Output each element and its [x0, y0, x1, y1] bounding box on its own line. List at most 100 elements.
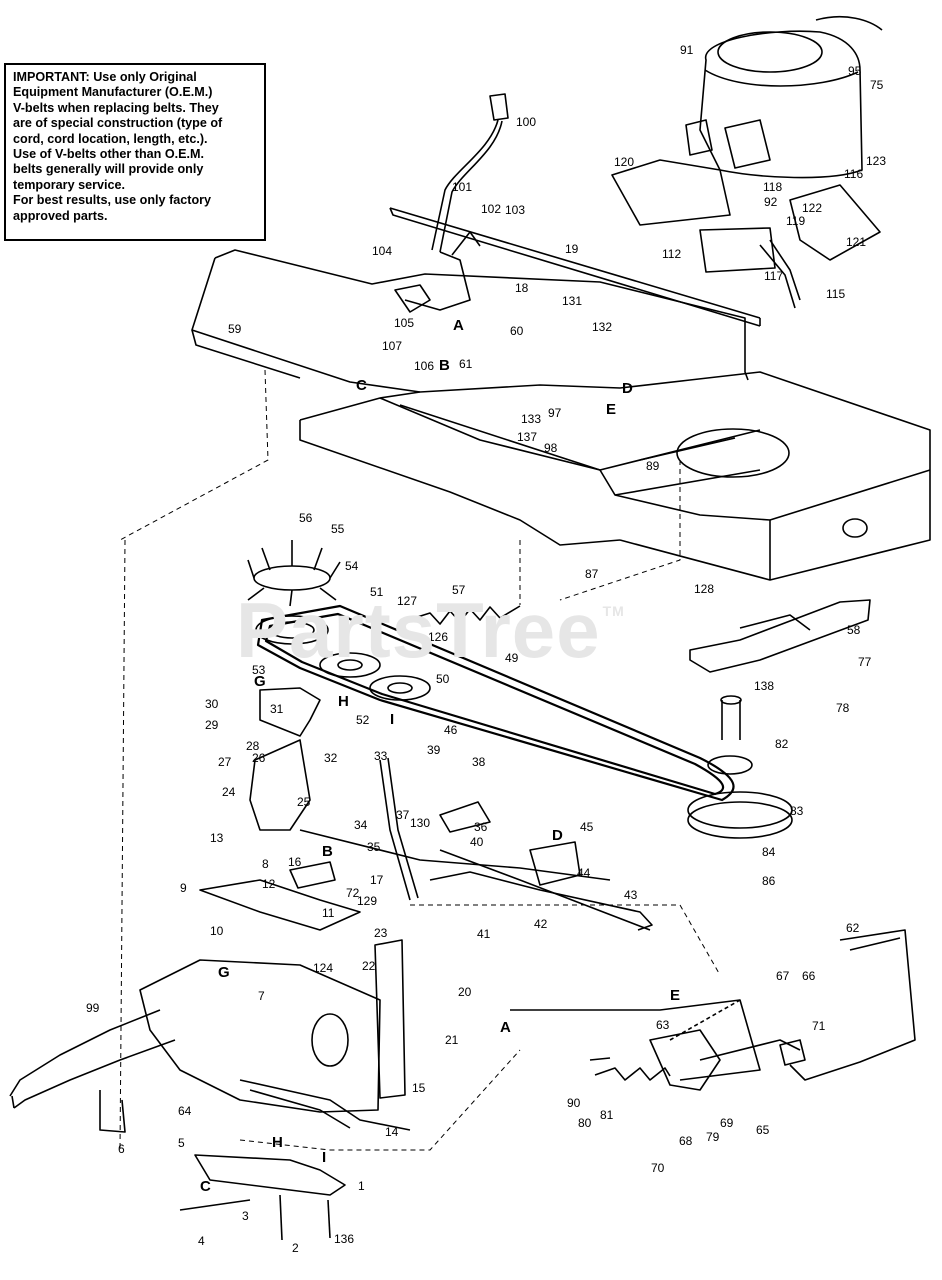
callout-letter-c-ref: C — [200, 1178, 211, 1195]
part-number-49: 49 — [505, 651, 519, 665]
part-number-23: 23 — [374, 926, 388, 940]
part-number-71: 71 — [812, 1019, 826, 1033]
part-number-90: 90 — [567, 1096, 581, 1110]
part-number-132: 132 — [592, 320, 612, 334]
part-number-112: 112 — [662, 247, 681, 261]
callout-letter-c: C — [356, 377, 367, 394]
part-number-64: 64 — [178, 1104, 192, 1118]
bottom-bracket — [179, 1154, 346, 1241]
part-number-126: 126 — [428, 630, 448, 644]
part-number-28: 28 — [246, 739, 260, 753]
part-number-59: 59 — [228, 322, 242, 336]
part-number-102: 102 — [481, 202, 501, 216]
callout-letter-d: D — [622, 380, 633, 397]
part-number-58: 58 — [847, 623, 861, 637]
part-number-138: 138 — [754, 679, 774, 693]
upper-springs — [407, 599, 871, 673]
callout-letter-e: E — [606, 401, 616, 418]
linkage — [199, 687, 653, 931]
watermark-text: PartsTree — [236, 586, 601, 674]
part-number-121: 121 — [846, 235, 866, 249]
part-number-83: 83 — [790, 804, 804, 818]
part-number-124: 124 — [313, 961, 333, 975]
part-number-18: 18 — [515, 281, 529, 295]
part-number-17: 17 — [370, 873, 384, 887]
part-number-32: 32 — [324, 751, 338, 765]
part-number-44: 44 — [577, 866, 591, 880]
part-number-70: 70 — [651, 1161, 665, 1175]
part-number-68: 68 — [679, 1134, 693, 1148]
part-number-65: 65 — [756, 1123, 770, 1137]
callout-letter-g-ref: G — [218, 964, 230, 981]
part-number-101: 101 — [452, 180, 472, 194]
part-number-55: 55 — [331, 522, 345, 536]
part-number-14: 14 — [385, 1125, 399, 1139]
callout-letter-h-ref: H — [272, 1134, 283, 1151]
notice-line: V-belts when replacing belts. They — [13, 100, 219, 115]
part-number-77: 77 — [858, 655, 872, 669]
callout-letter-i: I — [390, 711, 394, 728]
part-number-2: 2 — [292, 1241, 299, 1255]
part-number-78: 78 — [836, 701, 850, 715]
part-number-3: 3 — [242, 1209, 249, 1223]
part-number-21: 21 — [445, 1033, 459, 1047]
part-number-63: 63 — [656, 1018, 670, 1032]
notice-line: temporary service. — [13, 177, 126, 192]
part-number-5: 5 — [178, 1136, 185, 1150]
part-number-34: 34 — [354, 818, 368, 832]
notice-line: cord, cord location, length, etc.). — [13, 131, 208, 146]
part-number-43: 43 — [624, 888, 638, 902]
part-number-119: 119 — [786, 214, 805, 228]
part-number-122: 122 — [802, 201, 822, 215]
part-number-87: 87 — [585, 567, 599, 581]
part-number-22: 22 — [362, 959, 376, 973]
part-number-91: 91 — [680, 43, 694, 57]
part-number-115: 115 — [826, 287, 845, 301]
part-number-62: 62 — [846, 921, 860, 935]
part-number-120: 120 — [614, 155, 634, 169]
notice-line: are of special construction (type of — [13, 116, 223, 131]
part-number-61: 61 — [459, 357, 473, 371]
part-number-133: 133 — [521, 412, 541, 426]
part-number-11: 11 — [322, 906, 335, 920]
part-number-89: 89 — [646, 459, 660, 473]
part-number-36: 36 — [474, 820, 488, 834]
part-number-60: 60 — [510, 324, 524, 338]
notice-line: IMPORTANT: Use only Original — [13, 70, 197, 84]
callout-letter-a: A — [453, 317, 464, 334]
part-number-13: 13 — [210, 831, 224, 845]
part-number-81: 81 — [600, 1108, 614, 1122]
part-number-97: 97 — [548, 406, 562, 420]
reference-lines — [119, 369, 721, 1151]
part-number-82: 82 — [775, 737, 789, 751]
callout-letter-d-ref: D — [552, 827, 563, 844]
part-number-117: 117 — [764, 269, 783, 283]
part-number-66: 66 — [802, 969, 816, 983]
part-number-116: 116 — [844, 167, 863, 181]
part-number-29: 29 — [205, 718, 219, 732]
part-number-105: 105 — [394, 316, 414, 330]
part-number-10: 10 — [210, 924, 224, 938]
part-number-123: 123 — [866, 154, 886, 168]
part-number-136: 136 — [334, 1232, 354, 1246]
callout-letter-b-ref: B — [322, 843, 333, 860]
frame — [299, 371, 931, 581]
callout-letter-h: H — [338, 693, 349, 710]
part-number-52: 52 — [356, 713, 370, 727]
part-number-129: 129 — [357, 894, 377, 908]
part-number-19: 19 — [565, 242, 579, 256]
part-number-106: 106 — [414, 359, 434, 373]
part-number-26: 26 — [252, 751, 266, 765]
callout-letter-g: G — [254, 673, 266, 690]
part-number-24: 24 — [222, 785, 236, 799]
part-number-8: 8 — [262, 857, 269, 871]
part-number-67: 67 — [776, 969, 790, 983]
part-number-9: 9 — [180, 881, 187, 895]
part-number-100: 100 — [516, 115, 536, 129]
part-number-54: 54 — [345, 559, 359, 573]
drive-belt — [256, 604, 735, 802]
part-number-128: 128 — [694, 582, 714, 596]
callout-letter-b: B — [439, 357, 450, 374]
